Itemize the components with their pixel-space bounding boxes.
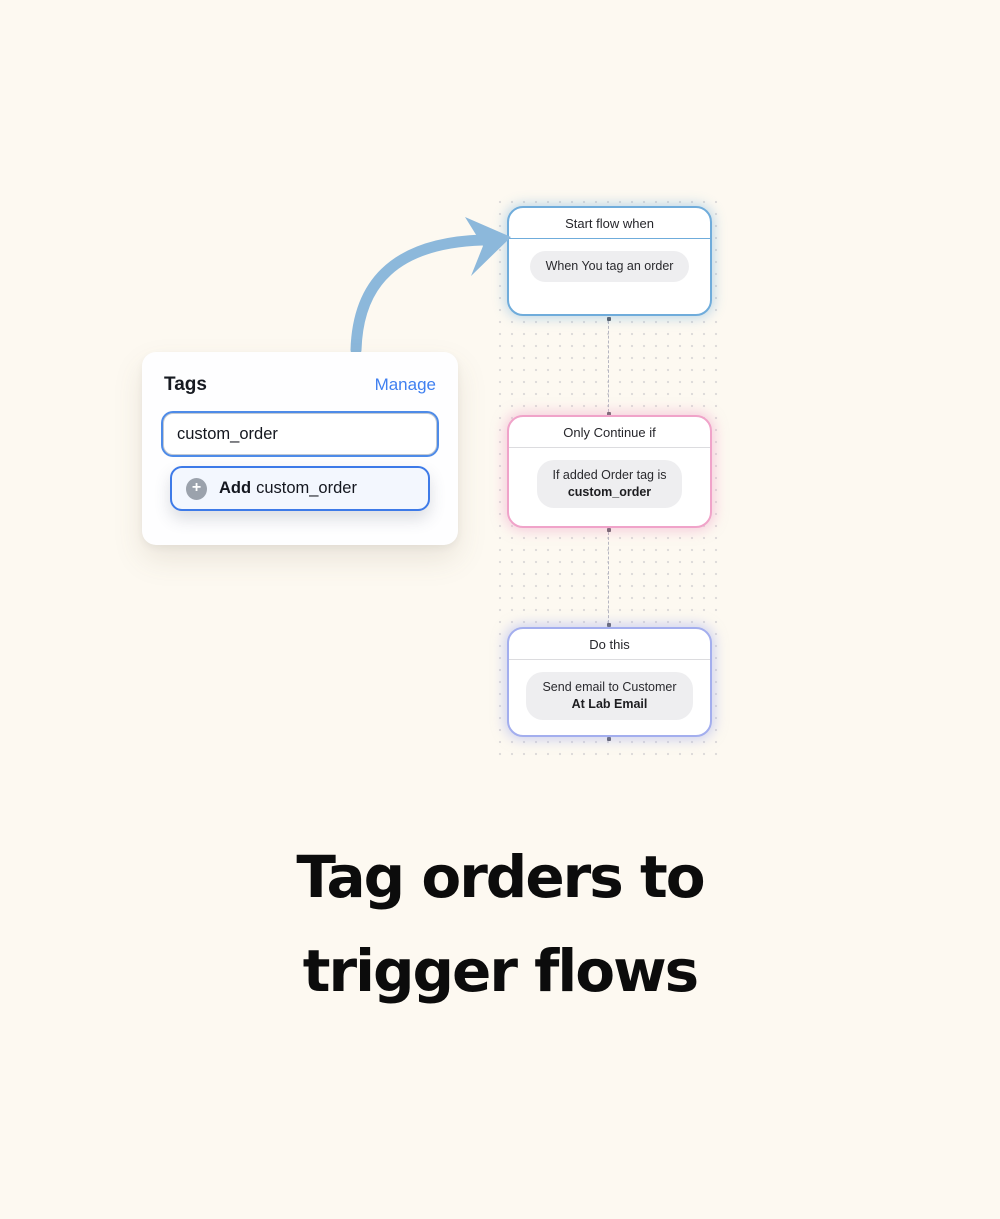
flow-node-trigger[interactable]: Start flow when When You tag an order	[507, 206, 712, 316]
flow-node-action[interactable]: Do this Send email to Customer At Lab Em…	[507, 627, 712, 737]
page-title-line2: trigger flows	[302, 937, 699, 1005]
node-line: If added Order tag is	[552, 468, 667, 482]
node-line-bold: custom_order	[567, 485, 652, 499]
plus-circle-icon: +	[186, 477, 207, 500]
node-header: Only Continue if	[509, 417, 710, 448]
node-condition-pill: When You tag an order	[529, 251, 690, 282]
node-header: Do this	[509, 629, 710, 660]
connector-dot	[607, 412, 611, 416]
page-title-line1: Tag orders to	[296, 843, 705, 911]
node-line: When You tag an order	[545, 259, 674, 273]
flow-node-condition[interactable]: Only Continue if If added Order tag is c…	[507, 415, 712, 528]
tags-panel-title: Tags	[164, 374, 207, 395]
page-title: Tag orders to trigger flows	[0, 830, 1000, 1018]
connector-dot	[607, 623, 611, 627]
manage-link[interactable]: Manage	[374, 375, 436, 394]
connector-dot	[607, 737, 611, 741]
connector-dot	[607, 317, 611, 321]
node-line-bold: At Lab Email	[571, 697, 648, 711]
node-header: Start flow when	[509, 208, 710, 239]
node-condition-pill: If added Order tag is custom_order	[536, 460, 683, 508]
tags-panel-header: Tags Manage	[142, 352, 458, 396]
node-condition-pill: Send email to Customer At Lab Email	[526, 672, 693, 720]
connector-dot	[607, 528, 611, 532]
connector-line	[608, 532, 609, 623]
tag-input[interactable]	[163, 413, 437, 455]
curved-arrow-icon	[350, 217, 511, 356]
node-line: Send email to Customer	[542, 680, 677, 694]
connector-line	[608, 321, 609, 412]
